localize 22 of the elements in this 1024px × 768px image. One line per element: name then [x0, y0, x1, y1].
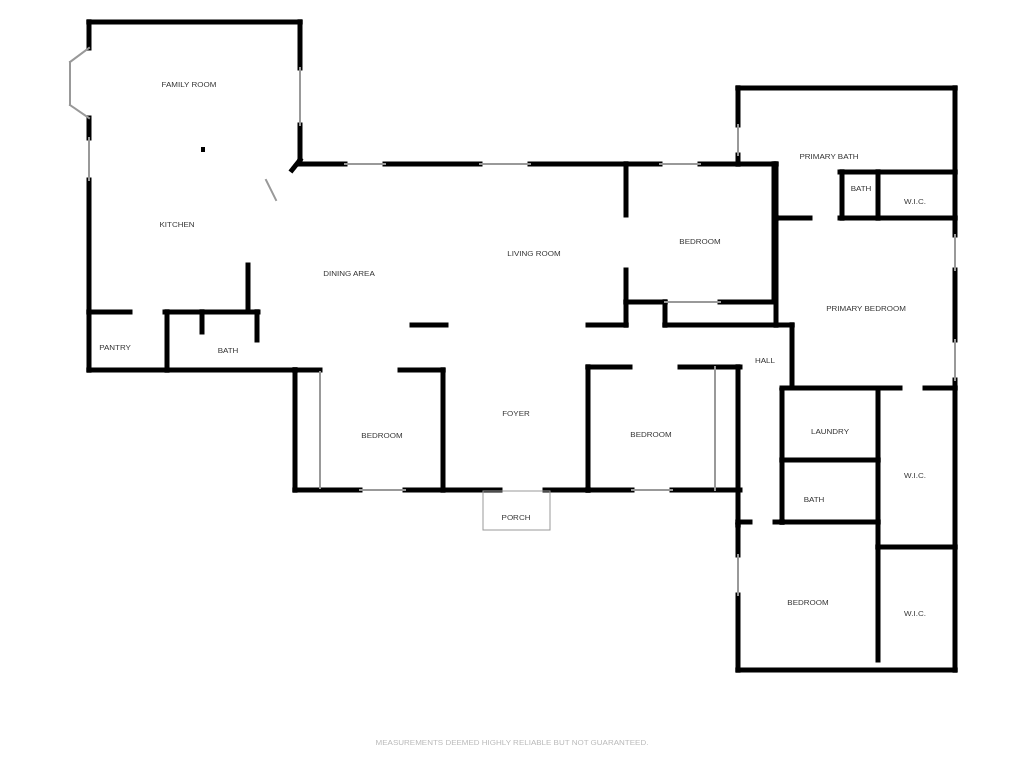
- room-label: PRIMARY BATH: [799, 151, 859, 161]
- room-label: BEDROOM: [787, 597, 829, 607]
- room-label: W.I.C.: [904, 608, 926, 618]
- room-label: PORCH: [501, 512, 531, 522]
- room-label: FOYER: [502, 408, 530, 418]
- room-label: HALL: [755, 355, 775, 365]
- disclaimer-note: MEASUREMENTS DEEMED HIGHLY RELIABLE BUT NOT GUARANTEED.: [375, 737, 649, 747]
- room-label: PANTRY: [99, 342, 131, 352]
- room-label: DINING AREA: [323, 268, 375, 278]
- room-label: BEDROOM: [361, 430, 403, 440]
- room-label: PRIMARY BEDROOM: [826, 303, 906, 313]
- room-label: LAUNDRY: [810, 426, 850, 436]
- room-label: FAMILY ROOM: [161, 79, 217, 89]
- room-label: BATH: [850, 183, 872, 193]
- room-label: W.I.C.: [904, 470, 926, 480]
- room-label: BATH: [217, 345, 239, 355]
- room-label: BEDROOM: [679, 236, 721, 246]
- room-label: KITCHEN: [159, 219, 195, 229]
- room-label: LIVING ROOM: [507, 248, 561, 258]
- room-label: BEDROOM: [630, 429, 672, 439]
- room-label: BATH: [803, 494, 825, 504]
- room-label: W.I.C.: [904, 196, 926, 206]
